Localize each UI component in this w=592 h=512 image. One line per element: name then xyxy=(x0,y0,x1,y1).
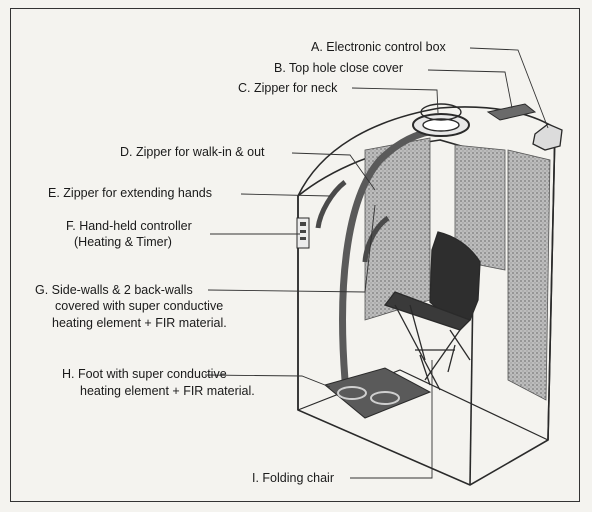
label-side-walls: G. Side-walls & 2 back-walls xyxy=(35,283,193,297)
label-super-conductive-1: covered with super conductive xyxy=(55,299,224,313)
label-foot-super-conductive: H. Foot with super conductive xyxy=(62,367,227,381)
label-electronic-control-box: A. Electronic control box xyxy=(311,40,446,54)
label-fir-material-2: heating element + FIR material. xyxy=(80,384,255,398)
heating-panels xyxy=(364,137,551,401)
label-heating-timer: (Heating & Timer) xyxy=(74,235,172,249)
label-zipper-walk-in-out: D. Zipper for walk-in & out xyxy=(120,145,265,159)
label-zipper-extending-hands: E. Zipper for extending hands xyxy=(48,186,212,200)
top-cover xyxy=(486,103,537,121)
foot-pad xyxy=(323,367,432,419)
hand-zipper-left xyxy=(315,180,347,229)
folding-chair xyxy=(383,231,481,391)
label-zipper-for-neck: C. Zipper for neck xyxy=(238,81,338,95)
label-folding-chair: I. Folding chair xyxy=(252,471,334,485)
neck-hole xyxy=(412,103,470,137)
hand-zipper-right xyxy=(362,215,390,263)
control-box xyxy=(532,123,563,151)
label-top-hole-close-cover: B. Top hole close cover xyxy=(274,61,404,75)
label-hand-held-controller: F. Hand-held controller xyxy=(66,219,192,233)
hand-held-controller xyxy=(296,217,310,249)
label-fir-material-1: heating element + FIR material. xyxy=(52,316,227,330)
walk-in-zipper xyxy=(339,126,441,381)
diagram-frame xyxy=(10,8,580,502)
leader-lines xyxy=(204,47,549,479)
